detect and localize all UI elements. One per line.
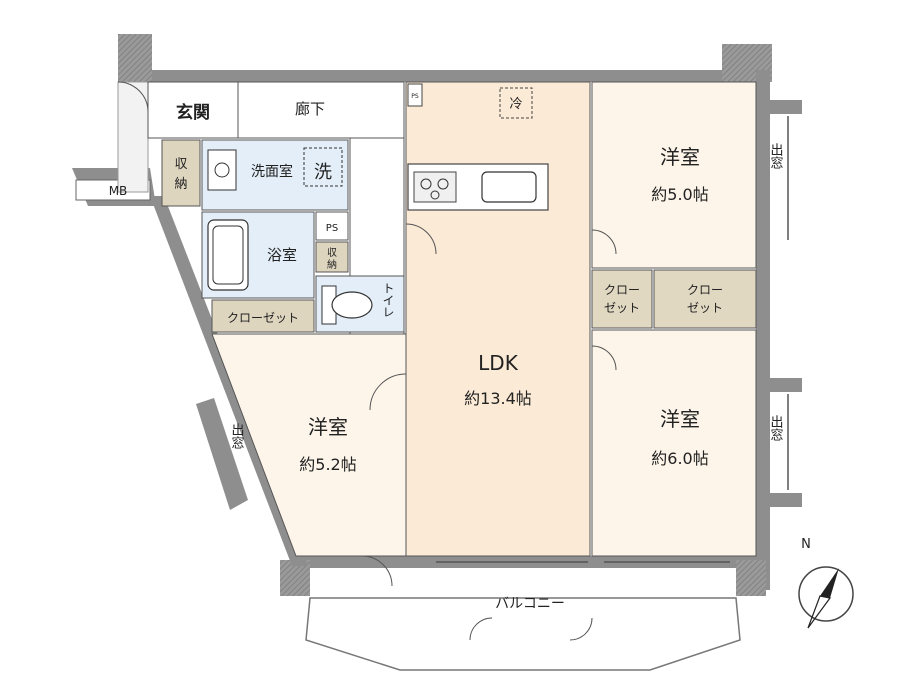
label-senmenjo: 洗面室 xyxy=(251,163,293,180)
label-rouka: 廊下 xyxy=(295,100,325,118)
label-ne-size: 約5.0帖 xyxy=(651,185,708,204)
fixtures xyxy=(207,83,854,629)
label-closet-a-1: クロー xyxy=(604,283,640,297)
label-sentaku: 洗 xyxy=(314,162,332,183)
label-genkan: 玄関 xyxy=(176,102,210,123)
windows xyxy=(436,116,789,563)
label-ps1: PS xyxy=(326,223,338,234)
label-se-size: 約6.0帖 xyxy=(651,449,708,468)
label-reizoko: 冷 xyxy=(509,97,522,112)
label-shuno1-b: 納 xyxy=(174,177,187,192)
label-closet-a-2: ゼット xyxy=(604,301,640,315)
label-closet-b-1: クロー xyxy=(687,283,723,297)
label-shuno1-a: 収 xyxy=(174,157,187,172)
label-ldk: LDK xyxy=(478,351,519,375)
label-yokushitsu: 浴室 xyxy=(267,246,297,264)
compass-label: N xyxy=(801,537,811,552)
label-toilet: トイレ xyxy=(381,282,395,318)
label-west-size: 約5.2帖 xyxy=(299,455,356,474)
doors xyxy=(117,81,617,641)
label-demado-right-top: 出窓 xyxy=(768,143,784,169)
label-closet-long: クローゼット xyxy=(227,311,299,325)
label-shuno2-b: 納 xyxy=(327,258,337,271)
labels: 玄関 廊下 収 納 洗面室 洗 浴室 PS PS 収 納 トイレ クローゼット … xyxy=(109,93,811,612)
label-west-room: 洋室 xyxy=(308,415,348,439)
label-se-room: 洋室 xyxy=(660,407,700,431)
label-mb: MB xyxy=(109,184,128,198)
label-demado-right-bottom: 出窓 xyxy=(768,415,784,441)
label-ldk-size: 約13.4帖 xyxy=(464,389,532,408)
label-ps2: PS xyxy=(411,93,419,100)
label-balcony: バルコニー xyxy=(495,596,565,612)
label-demado-left: 出窓 xyxy=(229,423,245,449)
label-ne-room: 洋室 xyxy=(660,145,700,169)
label-shuno2-a: 収 xyxy=(327,247,337,259)
label-closet-b-2: ゼット xyxy=(687,301,723,315)
